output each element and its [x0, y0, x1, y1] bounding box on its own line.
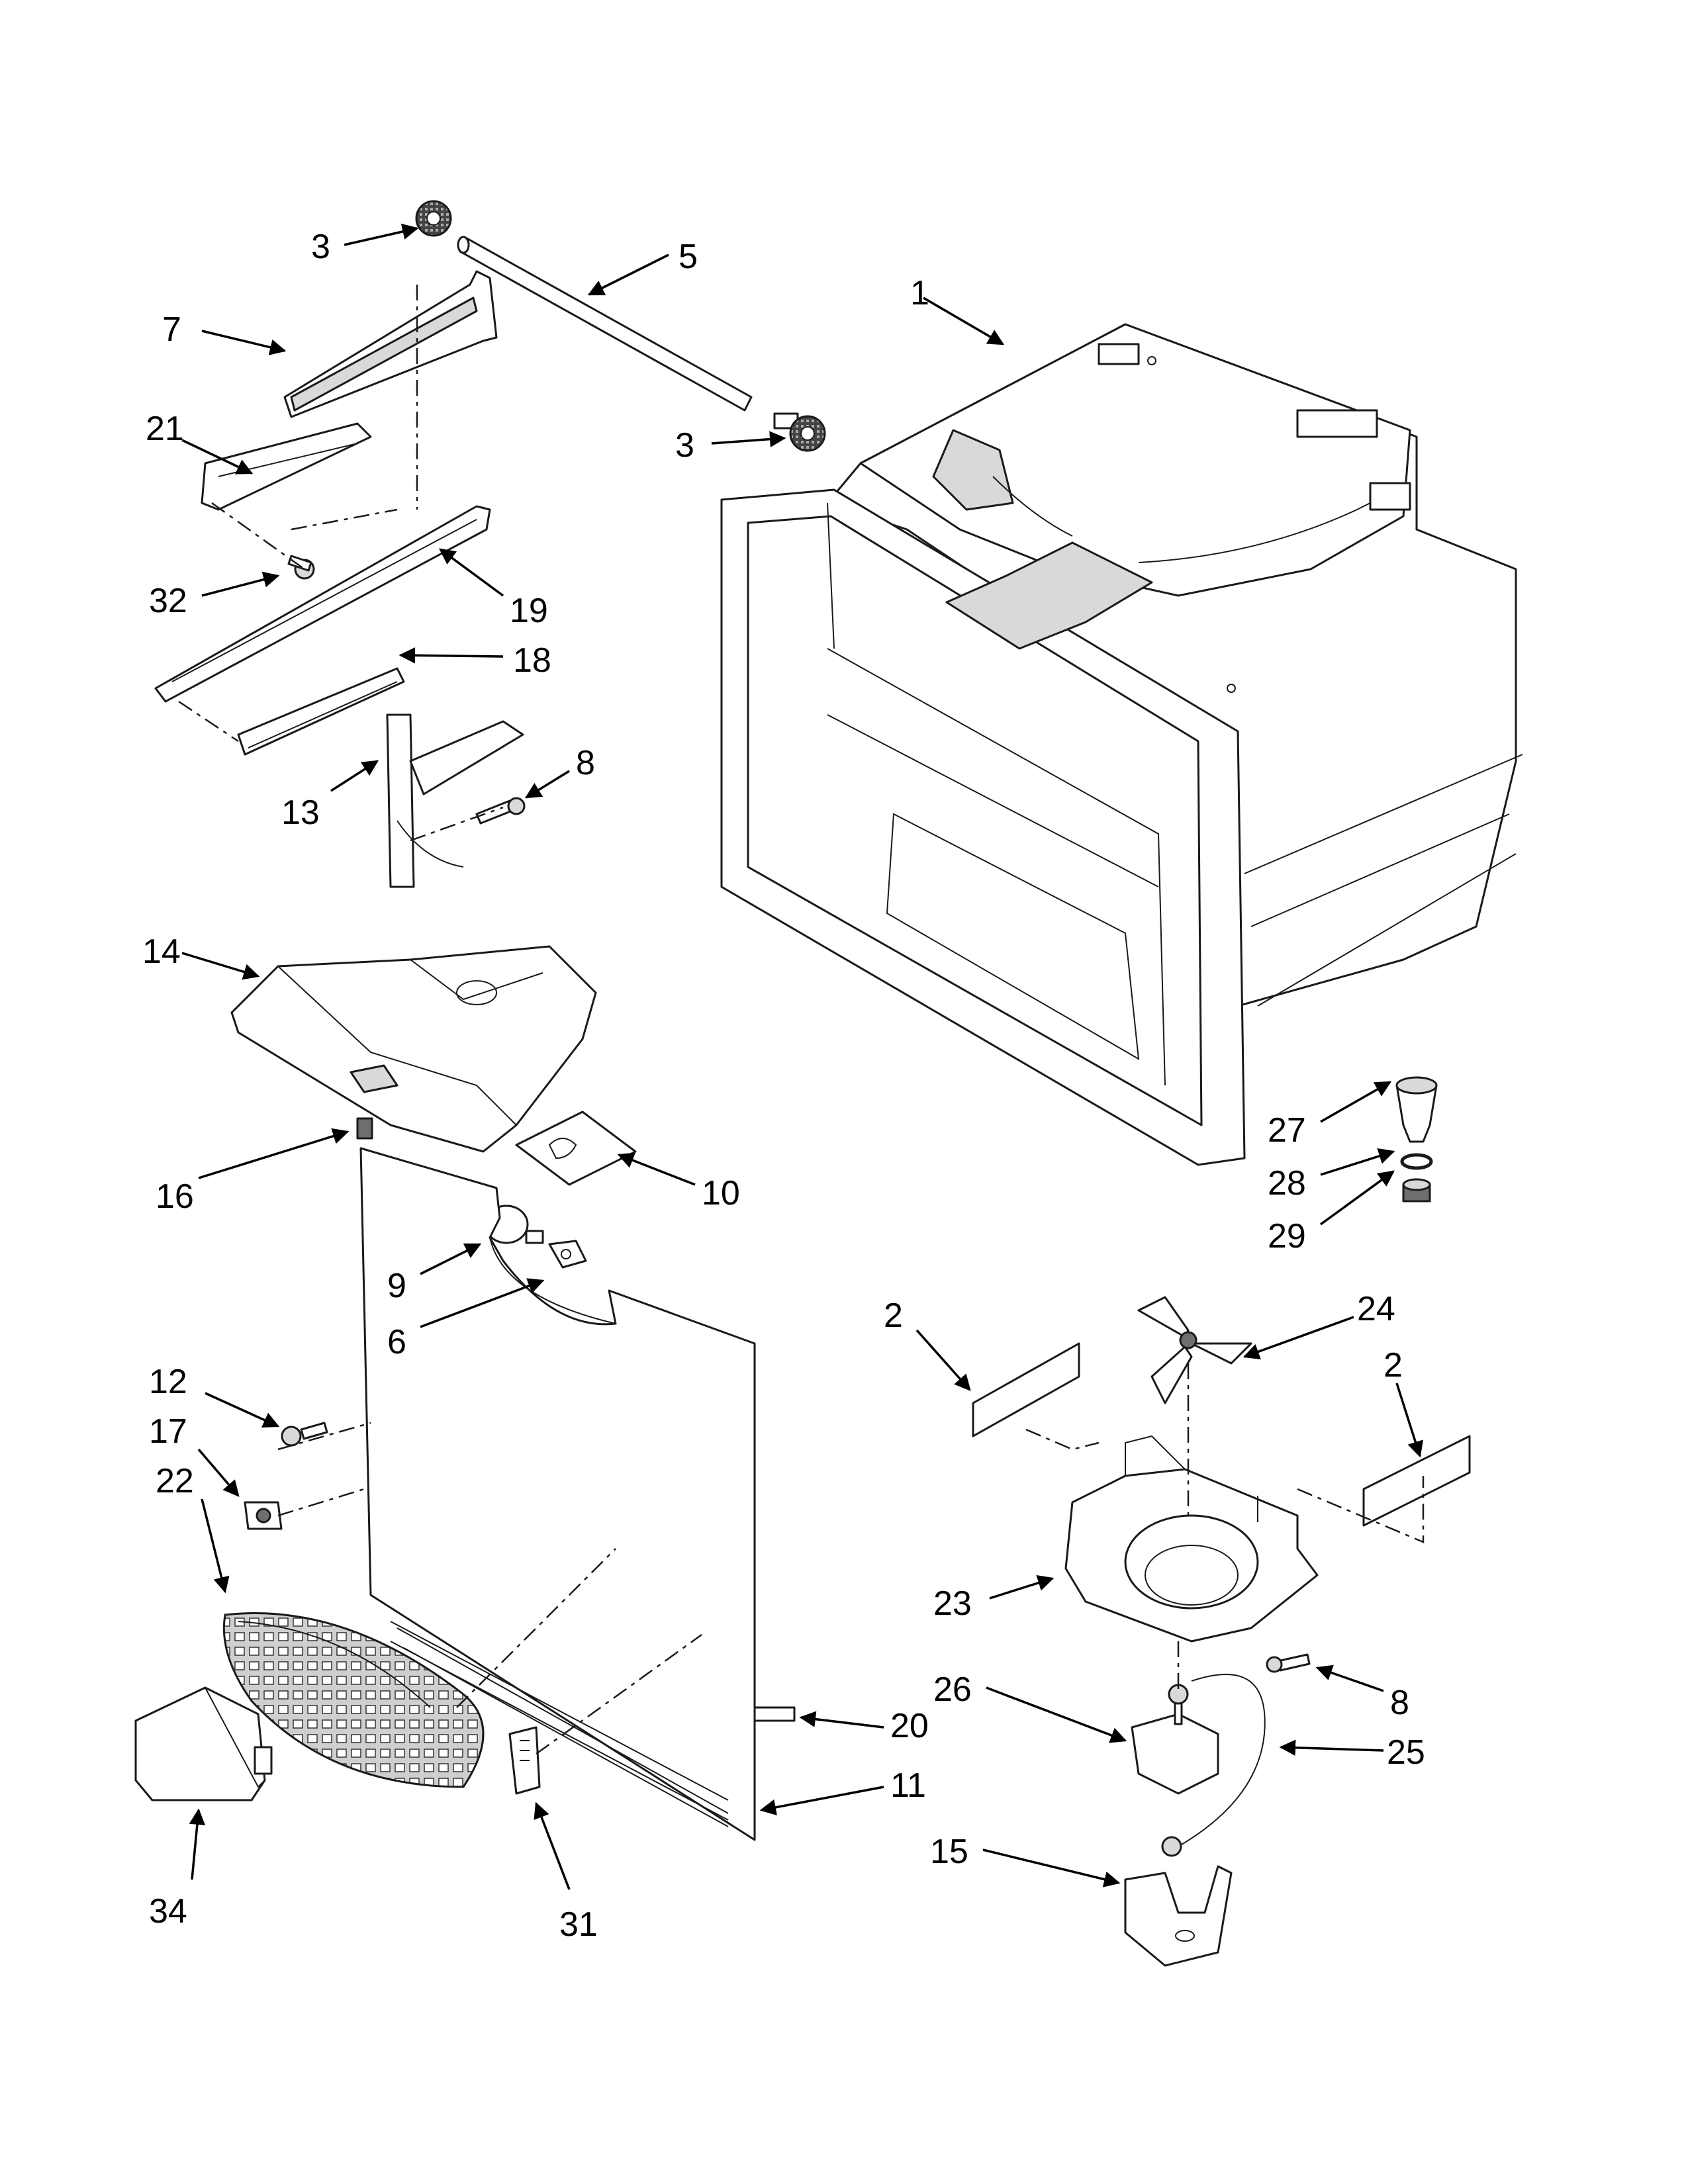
grille-part-22	[222, 1612, 485, 1788]
callout-28: 28	[1268, 1164, 1306, 1203]
callout-3-top: 3	[311, 228, 330, 266]
callout-7: 7	[162, 310, 181, 349]
gasket-strip-part-20	[753, 1706, 796, 1722]
gear-part-3-right	[773, 412, 826, 452]
callout-25: 25	[1387, 1733, 1425, 1772]
cup-part-27	[1395, 1076, 1438, 1143]
callout-17: 17	[149, 1412, 187, 1451]
callout-22: 22	[156, 1462, 194, 1500]
callout-16: 16	[156, 1177, 194, 1216]
slide-rail-part-7	[283, 270, 498, 418]
label-sheet-part-10	[515, 1111, 637, 1186]
callout-8-upper: 8	[576, 744, 595, 782]
callout-2-left: 2	[884, 1297, 903, 1335]
callout-32: 32	[149, 582, 187, 620]
callout-27: 27	[1268, 1111, 1306, 1150]
fan-blade-part-24	[1137, 1296, 1252, 1404]
callout-23: 23	[933, 1584, 972, 1623]
rail-part-18	[237, 667, 405, 756]
screw-part-32	[287, 555, 315, 580]
callout-29: 29	[1268, 1217, 1306, 1255]
rod-part-5	[457, 236, 753, 412]
clip-part-31	[508, 1726, 541, 1795]
rear-panel-part-11	[359, 1147, 756, 1841]
gear-part-3-top	[415, 200, 452, 237]
light-housing-part-14	[230, 945, 597, 1153]
callout-24: 24	[1357, 1290, 1395, 1328]
callout-20: 20	[890, 1707, 929, 1745]
leader-lines	[181, 223, 1423, 1890]
fan-motor-part-26	[1131, 1684, 1219, 1795]
socket-part-6	[548, 1240, 587, 1269]
callout-31: 31	[559, 1905, 598, 1944]
callout-19: 19	[510, 592, 548, 630]
callout-5: 5	[679, 238, 698, 276]
grommet-part-29	[1402, 1178, 1431, 1203]
callout-2-right: 2	[1383, 1346, 1403, 1385]
callout-13: 13	[281, 794, 320, 832]
ring-part-28	[1400, 1153, 1433, 1170]
callout-21: 21	[146, 410, 184, 448]
foam-pad-part-2-left	[972, 1342, 1080, 1437]
callout-11: 11	[890, 1766, 926, 1805]
freezer-liner-part-1	[720, 323, 1523, 1166]
callout-34: 34	[149, 1892, 187, 1931]
bracket-part-13	[386, 713, 524, 888]
callout-6: 6	[387, 1323, 406, 1361]
foam-pad-part-2-right	[1362, 1435, 1471, 1527]
rail-part-19	[154, 505, 491, 703]
callout-10: 10	[702, 1174, 740, 1212]
callout-1: 1	[910, 274, 929, 312]
cover-part-34	[134, 1686, 273, 1801]
callout-18: 18	[513, 641, 551, 680]
callout-12: 12	[149, 1363, 187, 1401]
wire-harness-part-25	[1161, 1674, 1266, 1857]
switch-part-16	[356, 1117, 373, 1140]
motor-bracket-part-15	[1124, 1865, 1233, 1967]
callout-9: 9	[387, 1267, 406, 1305]
screw-part-8-lower	[1266, 1653, 1311, 1673]
fan-shroud-part-23	[1064, 1435, 1319, 1643]
callout-3-right: 3	[675, 426, 694, 465]
bracket-part-21	[201, 422, 372, 511]
callout-15: 15	[930, 1833, 968, 1871]
callout-26: 26	[933, 1670, 972, 1709]
screw-part-12	[281, 1422, 328, 1447]
screw-part-8-upper	[475, 797, 526, 825]
callout-14: 14	[142, 933, 181, 971]
thermistor-part-17	[244, 1501, 283, 1530]
callout-8-lower: 8	[1390, 1684, 1409, 1722]
